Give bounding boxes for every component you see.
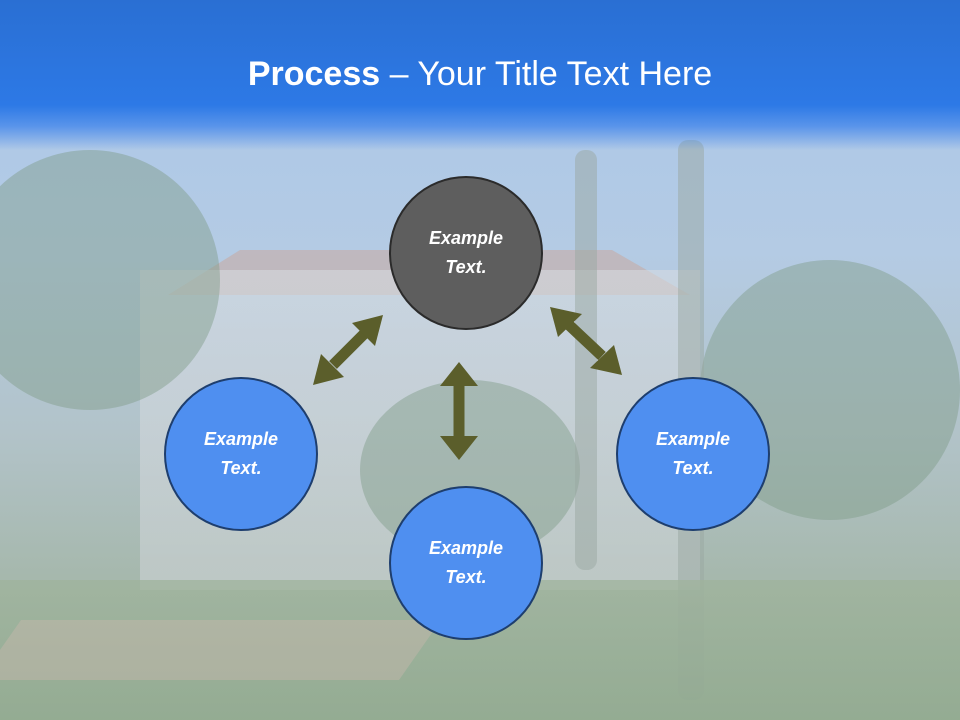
background-palm-trunk xyxy=(575,150,597,570)
process-node-left-label: Example Text. xyxy=(203,429,279,478)
process-node-top: Example Text. xyxy=(389,176,543,330)
title-band: Process – Your Title Text Here xyxy=(0,0,960,150)
process-node-right-label: Example Text. xyxy=(655,429,731,478)
process-node-left: Example Text. xyxy=(164,377,318,531)
process-node-right: Example Text. xyxy=(616,377,770,531)
background-tree xyxy=(0,150,220,410)
process-node-bottom: Example Text. xyxy=(389,486,543,640)
arrow-left-diagonal xyxy=(313,315,383,385)
arrow-center-vertical xyxy=(440,362,478,460)
process-node-top-label: Example Text. xyxy=(428,228,504,277)
arrow-right-diagonal xyxy=(550,307,622,375)
title-bold: Process xyxy=(247,55,381,93)
process-node-bottom-label: Example Text. xyxy=(428,538,504,587)
slide-title: Process – Your Title Text Here xyxy=(0,52,960,96)
title-rest: – Your Title Text Here xyxy=(380,55,713,93)
